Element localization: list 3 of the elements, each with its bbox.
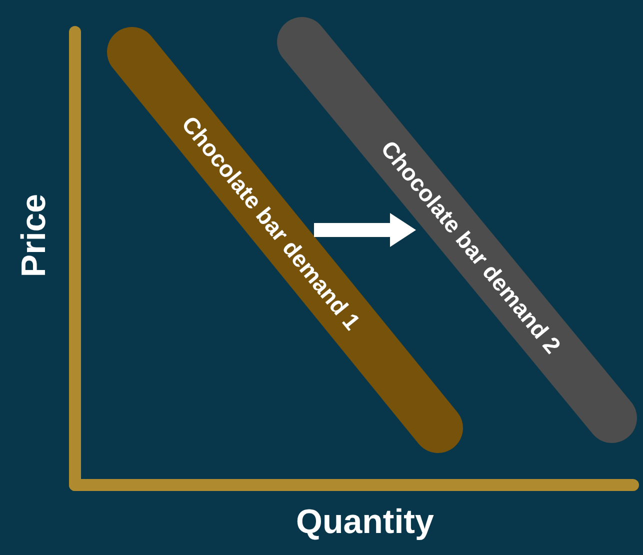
x-axis-label: Quantity — [296, 502, 434, 542]
shift-arrow — [314, 213, 416, 247]
y-axis-label: Price — [14, 193, 54, 277]
